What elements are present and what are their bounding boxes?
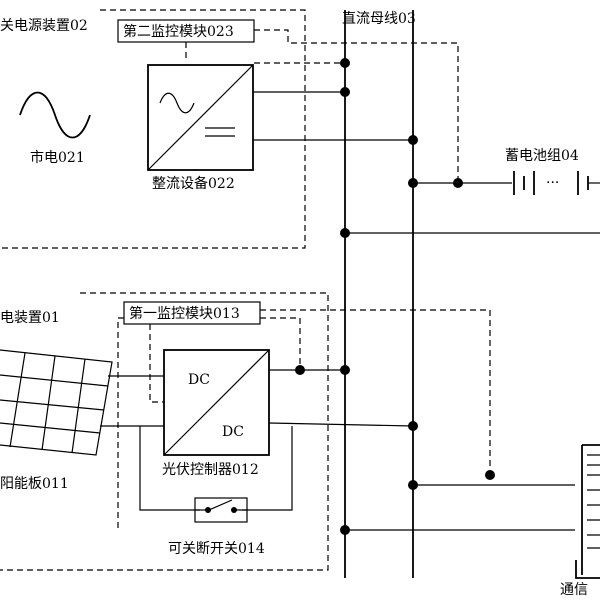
solar-panel-grid-icon bbox=[0, 352, 109, 454]
battery-pack-label: 蓄电池组04 bbox=[505, 148, 579, 164]
rectifier: 整流设备022 bbox=[147, 64, 254, 192]
pv-controller-box bbox=[163, 349, 270, 456]
breaker-switch: 可关断开关014 bbox=[139, 426, 293, 557]
pv-controller: DC DC 光伏控制器012 bbox=[162, 349, 270, 478]
comm-cabinet-outline bbox=[575, 444, 600, 579]
dc-bus-label: 直流母线03 bbox=[342, 10, 416, 27]
rectifier-box bbox=[147, 64, 254, 171]
junction-dot bbox=[340, 525, 350, 535]
breaker-switch-blade-icon bbox=[208, 499, 233, 511]
junction-dot bbox=[408, 480, 418, 490]
first-monitor-module-box bbox=[123, 301, 261, 325]
breaker-contact-left bbox=[205, 507, 211, 513]
breaker-switch-label: 可关断开关014 bbox=[168, 541, 265, 557]
second-monitor-module: 第二监控模块023 bbox=[117, 19, 255, 43]
first-monitor-left-line bbox=[117, 317, 124, 530]
breaker-bypass-wire bbox=[139, 426, 293, 511]
backup-power-device-label: 关电源装置02 bbox=[0, 18, 88, 34]
mains-label: 市电021 bbox=[30, 149, 85, 166]
rectifier-ac-symbol-icon bbox=[159, 92, 195, 114]
junction-dot bbox=[408, 421, 418, 431]
junction-dot bbox=[340, 87, 350, 97]
pv-device-group: 电装置01 bbox=[0, 292, 329, 571]
pv-device-label: 电装置01 bbox=[0, 310, 60, 326]
second-monitor-module-label: 第二监控模块023 bbox=[123, 23, 234, 40]
junction-dot bbox=[340, 58, 350, 68]
solar-panel-outline bbox=[0, 349, 113, 456]
rectifier-diagonal bbox=[147, 64, 254, 171]
battery-pack: 蓄电池组04 ··· bbox=[413, 148, 600, 195]
battery-continuation-dots: ··· bbox=[546, 175, 559, 191]
junction-dot bbox=[295, 365, 305, 375]
backup-power-device-group: 关电源装置02 bbox=[0, 9, 306, 249]
pv-device-border bbox=[0, 292, 329, 571]
pv-controller-label: 光伏控制器012 bbox=[162, 462, 259, 478]
first-monitor-module: 第一监控模块013 bbox=[123, 301, 261, 325]
junction-dot bbox=[408, 178, 418, 188]
comm-device: 通信 bbox=[345, 444, 600, 598]
mains-source: 市电021 bbox=[19, 91, 91, 166]
pv-controller-diagonal bbox=[163, 349, 270, 456]
pv-controller-dc-in: DC bbox=[188, 372, 210, 388]
junction-dot bbox=[340, 365, 350, 375]
junction-dot bbox=[485, 470, 495, 480]
pv-controller-out-bottom-wire bbox=[268, 422, 414, 427]
junction-dot bbox=[408, 135, 418, 145]
rectifier-label: 整流设备022 bbox=[152, 175, 235, 192]
solar-panel-label: 阳能板011 bbox=[0, 476, 69, 492]
junction-dot bbox=[340, 228, 350, 238]
junction-dots bbox=[295, 58, 495, 535]
comm-cabinet-rack-icon bbox=[587, 454, 600, 549]
comm-device-label: 通信 bbox=[560, 582, 588, 598]
solar-panel: 阳能板011 bbox=[0, 349, 113, 492]
mains-ac-wave-icon bbox=[19, 91, 91, 139]
first-monitor-bus-tap-line bbox=[260, 317, 301, 370]
first-monitor-module-label: 第一监控模块013 bbox=[129, 305, 240, 322]
pv-controller-dc-out: DC bbox=[222, 424, 244, 440]
second-monitor-control-line bbox=[254, 29, 459, 183]
breaker-contact-right bbox=[231, 507, 237, 513]
first-monitor-control-line bbox=[260, 309, 491, 475]
first-monitor-to-controller-line bbox=[149, 324, 164, 403]
junction-dot bbox=[453, 178, 463, 188]
backup-power-device-border bbox=[0, 9, 306, 249]
